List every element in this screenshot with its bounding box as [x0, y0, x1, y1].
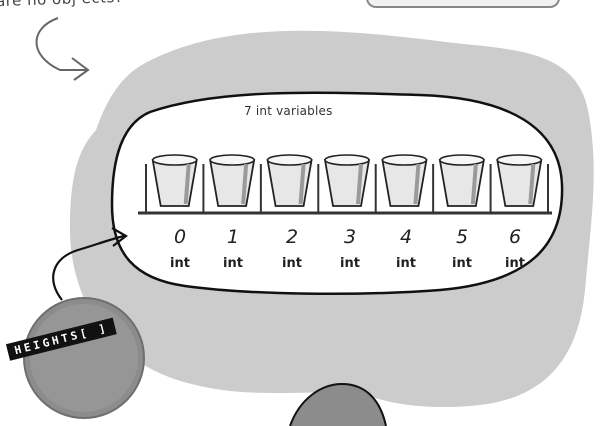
array-caption: 7 int variables — [244, 104, 333, 118]
index-label: 3 — [330, 226, 370, 248]
type-label: int — [442, 256, 482, 271]
index-label: 4 — [386, 226, 426, 248]
type-label: int — [330, 256, 370, 271]
index-label: 0 — [160, 226, 200, 248]
array-cup-rim — [325, 155, 369, 165]
array-cup-rim — [497, 155, 541, 165]
type-label: int — [272, 256, 312, 271]
array-cup-rim — [440, 155, 484, 165]
index-label: 5 — [442, 226, 482, 248]
top-snippet-box — [366, 0, 560, 8]
index-label: 6 — [495, 226, 535, 248]
array-cup-rim — [153, 155, 197, 165]
array-cup-rim — [210, 155, 254, 165]
type-label: int — [495, 256, 535, 271]
type-label: int — [213, 256, 253, 271]
reference-circle-highlight — [30, 304, 138, 412]
type-label: int — [386, 256, 426, 271]
index-label: 1 — [213, 226, 253, 248]
array-cup-rim — [382, 155, 426, 165]
array-cup-rim — [268, 155, 312, 165]
index-label: 2 — [272, 226, 312, 248]
type-label: int — [160, 256, 200, 271]
